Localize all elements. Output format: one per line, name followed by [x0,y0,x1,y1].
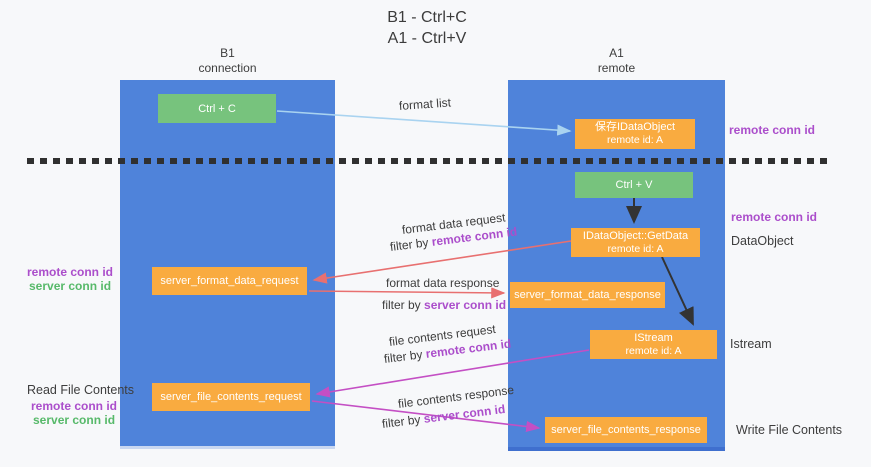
server-format-data-response-box: server_format_data_response [510,282,665,308]
right-column-name: A1 [609,46,624,60]
istream-line2: remote id: A [625,344,682,357]
ctrl-c-label: Ctrl + C [198,102,236,115]
idataobject-getdata-box: IDataObject::GetData remote id: A [571,228,700,257]
right-remote-conn-id-label-2: remote conn id [731,210,818,224]
save-idataobject-line1: 保存IDataObject [594,121,676,133]
server-format-data-response-label: server_format_data_response [514,289,661,301]
left-column-header: B1 connection [120,46,335,76]
server-format-data-request-label: server_format_data_request [160,275,299,287]
istream-line1: IStream [634,331,673,344]
ctrl-v-box: Ctrl + V [575,172,693,198]
filter-by-text: filter by [382,298,425,312]
left-column-name: B1 [220,46,235,60]
filter-by-text: filter by [381,411,425,431]
left-remote-conn-id-label-1: remote conn id [27,265,114,279]
format-response-filter-label: filter by server conn id [382,298,506,312]
ctrl-v-label: Ctrl + V [615,179,653,191]
title-line-2: A1 - Ctrl+V [387,30,467,47]
ctrl-c-box: Ctrl + C [158,94,276,123]
left-column-role: connection [198,61,257,75]
right-column-role: remote [597,61,636,75]
server-format-data-request-box: server_format_data_request [152,267,307,295]
right-remote-conn-id-label-1: remote conn id [729,123,816,137]
dataobject-label: DataObject [731,234,794,248]
save-idataobject-box: 保存IDataObject remote id: A [575,119,695,149]
format-data-response-arrow [308,287,506,299]
server-file-contents-response-box: server_file_contents_response [545,417,707,443]
filter-by-text: filter by [389,234,433,254]
istream-side-label: Istream [730,337,772,351]
getdata-line2: remote id: A [607,242,664,255]
save-idataobject-line2: remote id: A [606,134,664,146]
left-server-conn-id-label-2: server conn id [33,413,116,427]
write-file-contents-label: Write File Contents [736,423,843,437]
filter-by-text: filter by [383,346,427,366]
right-column-header: A1 remote [508,46,725,76]
filter-key-server-conn-id: server conn id [424,298,507,312]
getdata-line1: IDataObject::GetData [582,229,689,242]
istream-box: IStream remote id: A [590,330,717,359]
left-server-conn-id-label-1: server conn id [29,279,112,293]
server-file-contents-request-label: server_file_contents_request [160,391,302,403]
title-line-1: B1 - Ctrl+C [387,9,467,26]
server-file-contents-request-box: server_file_contents_request [152,383,310,411]
format-data-response-label: format data response [386,276,500,290]
server-file-contents-response-label: server_file_contents_response [551,424,701,436]
read-file-contents-label: Read File Contents [27,383,135,397]
diagram-title: B1 - Ctrl+C A1 - Ctrl+V [0,7,854,49]
dashed-separator-line [27,158,832,164]
left-remote-conn-id-label-2: remote conn id [31,399,118,413]
format-list-label: format list [398,95,452,113]
